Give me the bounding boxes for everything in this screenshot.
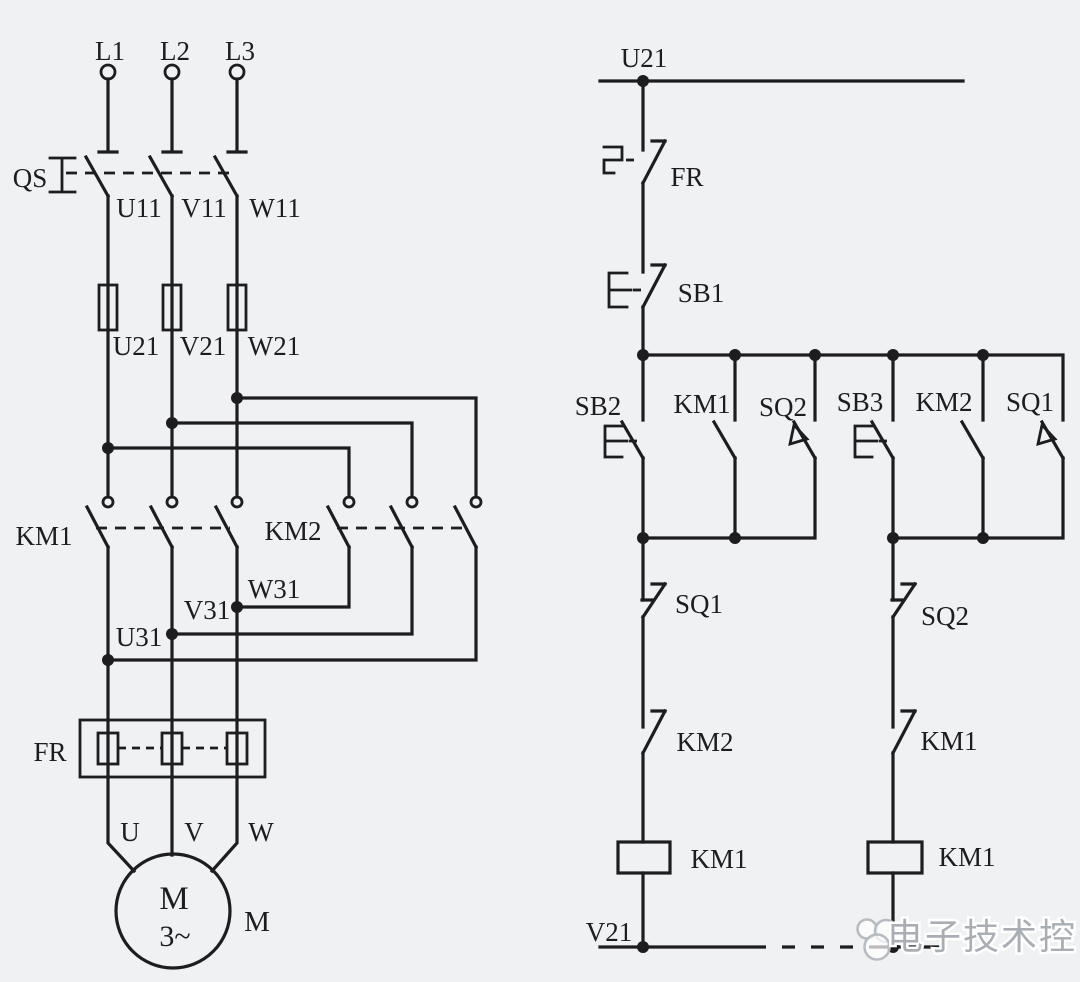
km1-main-contacts: [84, 495, 244, 550]
km2-blades: [325, 504, 479, 550]
label-v21: V21: [180, 331, 227, 361]
label-km2-no: KM2: [915, 387, 972, 417]
label-sb3: SB3: [837, 387, 884, 417]
label-u21: U21: [113, 331, 160, 361]
km2-contact-terminal: [469, 495, 483, 509]
watermark-text: 电子技术控: [887, 916, 1077, 957]
label-km2-nc: KM2: [676, 727, 733, 757]
coil-right: [866, 840, 924, 875]
sb2-pushbutton-icon: [603, 424, 629, 459]
fuse-w-icon: [226, 283, 248, 332]
label-coil-right: KM1: [938, 842, 995, 872]
label-km1-nc: KM1: [920, 726, 977, 756]
label-fr-contact: FR: [670, 162, 703, 192]
label-l3: L3: [225, 36, 255, 66]
km1-no-contact-blade: [711, 419, 738, 461]
label-w11: W11: [249, 193, 300, 223]
label-sq2-no: SQ2: [759, 392, 807, 422]
fuse-u-icon: [97, 283, 119, 332]
label-w31: W31: [248, 574, 300, 604]
km2-main-contacts: [325, 495, 483, 550]
sb1-blade: [640, 262, 668, 310]
sb3-start-button: [853, 419, 896, 461]
fr-heater-element: [96, 731, 120, 766]
sb3-blade: [869, 419, 896, 461]
sb2-blade: [619, 419, 646, 461]
km1-blades: [84, 504, 240, 550]
label-sq2-nc: SQ2: [921, 601, 969, 631]
fr-heater-element: [225, 731, 249, 766]
coil-left: [616, 840, 672, 875]
label-motor-m: M: [244, 906, 270, 938]
motor-symbol: M 3~: [114, 852, 232, 970]
fr-thermal-icon: [602, 145, 624, 175]
label-sb1: SB1: [678, 278, 725, 308]
power-circuit: M 3~ L1 L2 L3 QS U11 V11 W11 U21 V21 W21…: [13, 36, 483, 970]
km2-no-contact-blade: [959, 419, 986, 461]
label-motor-u: U: [120, 817, 140, 847]
km1-contact-terminal: [165, 495, 179, 509]
sq2-limit-triangle-icon: [788, 422, 810, 447]
km2-contact-terminal: [342, 495, 356, 509]
label-fr: FR: [33, 737, 66, 767]
km2-contact-terminal: [405, 495, 419, 509]
label-u11: U11: [116, 193, 162, 223]
control-circuit: U21 FR SB1 SB2 KM1 SQ2 SB3 KM2 SQ1 SQ1 S…: [575, 43, 1066, 953]
qs-handle-icon: [48, 156, 77, 194]
km2-nc-interlock-blade: [640, 708, 668, 756]
sb1-pushbutton-icon: [607, 271, 633, 309]
sb1-stop-button: [607, 262, 668, 310]
terminal-l3: [228, 63, 246, 81]
label-km1: KM1: [15, 521, 72, 551]
km1-nc-interlock-blade: [890, 708, 918, 756]
label-km2: KM2: [264, 516, 321, 546]
qs-disconnector-symbol: [48, 154, 240, 199]
label-rail-u21: U21: [621, 43, 668, 73]
terminal-l2: [163, 63, 181, 81]
sq1-limit-triangle-icon: [1036, 422, 1058, 447]
motor-circle: [114, 852, 232, 970]
fr-heater-box: [78, 718, 267, 779]
fr-nc-contact: [602, 138, 668, 186]
label-l2: L2: [160, 36, 190, 66]
qs-blades: [83, 154, 240, 199]
label-qs: QS: [13, 163, 48, 193]
label-v11: V11: [181, 193, 227, 223]
fuses: [97, 283, 248, 332]
label-motor-w: W: [248, 817, 274, 847]
sb3-pushbutton-icon: [853, 424, 879, 459]
label-sq1-nc: SQ1: [675, 589, 723, 619]
label-w21: W21: [248, 331, 300, 361]
label-km1-no: KM1: [673, 389, 730, 419]
terminal-l1: [99, 63, 117, 81]
control-wiring: [598, 79, 1065, 949]
control-junction-dots: [637, 75, 989, 953]
label-motor-v: V: [184, 817, 204, 847]
watermark-logo-icon: [856, 918, 915, 961]
sq1-no-limit-switch: [1036, 419, 1066, 461]
label-v31: V31: [184, 595, 231, 625]
sq2-nc-contact-blade: [890, 581, 918, 620]
power-junction-dots: [102, 392, 243, 666]
km1-contact-terminal: [230, 495, 244, 509]
label-rail-v21: V21: [586, 917, 633, 947]
motor-phase-text: 3~: [159, 920, 190, 953]
fuse-v-icon: [161, 283, 183, 332]
sq2-no-limit-switch: [788, 419, 818, 461]
label-u31: U31: [116, 622, 163, 652]
label-sb2: SB2: [575, 391, 622, 421]
fr-blade: [640, 138, 668, 186]
sb2-start-button: [603, 419, 646, 461]
label-coil-left: KM1: [690, 844, 747, 874]
fr-heater-element: [160, 731, 184, 766]
fr-thermal-relay: [78, 718, 267, 779]
label-sq1-no: SQ1: [1006, 387, 1054, 417]
label-l1: L1: [95, 36, 125, 66]
watermark: 电子技术控: [766, 914, 1078, 961]
sq1-nc-contact-blade: [640, 581, 668, 620]
motor-m-text: M: [159, 881, 188, 917]
km1-contact-terminal: [101, 495, 115, 509]
